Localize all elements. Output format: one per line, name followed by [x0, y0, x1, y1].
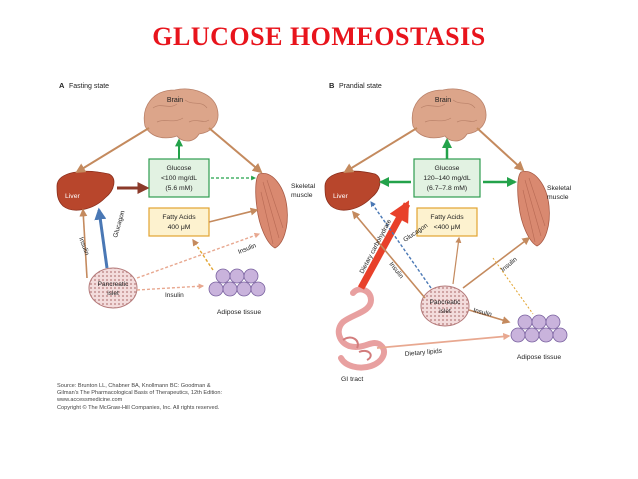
panel-a-liver-label: Liver [65, 193, 80, 200]
panel-b-insulin-adipose-label: Insulin [473, 307, 493, 318]
panel-b-glucose-title: Glucose [435, 165, 460, 172]
panel-b-glucose-mm: (6.7–7.8 mM) [427, 185, 467, 192]
panel-b-glucose-box: Glucose 120–140 mg/dL (6.7–7.8 mM) [413, 158, 481, 198]
panel-a-adipose-tissue: Adipose tissue [208, 268, 266, 316]
panel-a-insulin-adipose-label: Insulin [165, 292, 184, 299]
panel-b-arrows [343, 127, 534, 349]
panel-b-glucose-value: 120–140 mg/dL [423, 175, 470, 182]
panel-a-muscle-label-2: muscle [291, 192, 313, 199]
panel-a-muscle: Skeletal muscle [255, 173, 316, 249]
panel-b-fatty-value: <400 μM [434, 224, 461, 231]
panel-b-adipose-label: Adipose tissue [517, 354, 561, 361]
panel-a-brain-label: Brain [167, 97, 183, 104]
panel-a-adipose-label: Adipose tissue [217, 309, 261, 316]
panel-a-letter: A [59, 81, 65, 90]
panel-a-glucose-box: Glucose <100 mg/dL (5.6 mM) [148, 158, 210, 198]
source-line-1: Source: Brunton LL, Chabner BA, Knollman… [57, 383, 211, 389]
panel-b-dietary-lipids-label: Dietary lipids [405, 348, 443, 358]
panel-a-fatty-acids-box: Fatty Acids 400 μM [148, 207, 210, 237]
source-credits: Source: Brunton LL, Chabner BA, Knollman… [57, 383, 317, 412]
panel-a-glucose-mm: (5.6 mM) [165, 185, 192, 192]
panel-a-pancreatic-islet: Pancreatic islet [88, 267, 138, 309]
glucose-homeostasis-diagram: A Fasting state Brain Glucose <100 mg/dL… [56, 81, 572, 383]
panel-a-glucose-title: Glucose [167, 165, 192, 172]
panel-a-liver: Liver [56, 170, 115, 211]
panel-a-insulin-muscle-label: Insulin [237, 242, 257, 256]
panel-b-muscle-label-1: Skeletal [547, 185, 572, 192]
panel-b-fatty-title: Fatty Acids [430, 214, 464, 221]
panel-b-adipose-tissue: Adipose tissue [510, 314, 568, 361]
panel-a-glucose-value: <100 mg/dL [161, 175, 197, 182]
panel-a: A Fasting state Brain Glucose <100 mg/dL… [56, 81, 316, 316]
panel-a-insulin-liver-label: Insulin [77, 236, 90, 256]
panel-a-fatty-title: Fatty Acids [162, 214, 196, 221]
panel-a-fatty-value: 400 μM [168, 224, 191, 231]
panel-a-brain: Brain [143, 88, 219, 142]
panel-b: B Prandial state Brain Glucose 120–140 m… [324, 81, 572, 383]
figure-panel: A Fasting state Brain Glucose <100 mg/dL… [53, 78, 585, 418]
panel-a-caption: Fasting state [69, 83, 109, 90]
panel-b-liver-label: Liver [333, 193, 348, 200]
panel-b-pancreatic-islet: Pancreatic islet [420, 285, 470, 327]
source-line-2: Gilman's The Pharmacological Basis of Th… [57, 390, 223, 397]
slide-title: GLUCOSE HOMEOSTASIS [152, 22, 486, 51]
panel-a-islet-label-2: islet [107, 290, 119, 297]
source-line-3: www.accessmedicine.com [57, 397, 123, 404]
panel-b-gi-label: GI tract [341, 376, 363, 383]
panel-a-glucagon-label: Glucagon [112, 210, 127, 239]
panel-b-caption: Prandial state [339, 83, 382, 90]
panel-b-gi-tract: GI tract [335, 286, 388, 383]
panel-b-fatty-acids-box: Fatty Acids <400 μM [416, 207, 478, 237]
source-line-4: Copyright © The McGraw-Hill Companies, I… [57, 404, 220, 411]
panel-b-brain-label: Brain [435, 97, 451, 104]
panel-b-islet-label-2: islet [439, 308, 451, 315]
panel-a-muscle-label-1: Skeletal [291, 183, 316, 190]
panel-b-islet-label-1: Pancreatic [430, 299, 461, 306]
panel-b-letter: B [329, 81, 335, 90]
panel-b-liver: Liver [324, 170, 381, 211]
panel-b-muscle-label-2: muscle [547, 194, 569, 201]
panel-b-muscle: Skeletal muscle [517, 171, 572, 247]
panel-a-islet-label-1: Pancreatic [98, 281, 129, 288]
panel-b-brain: Brain [411, 88, 487, 142]
panel-a-arrows [75, 127, 263, 291]
